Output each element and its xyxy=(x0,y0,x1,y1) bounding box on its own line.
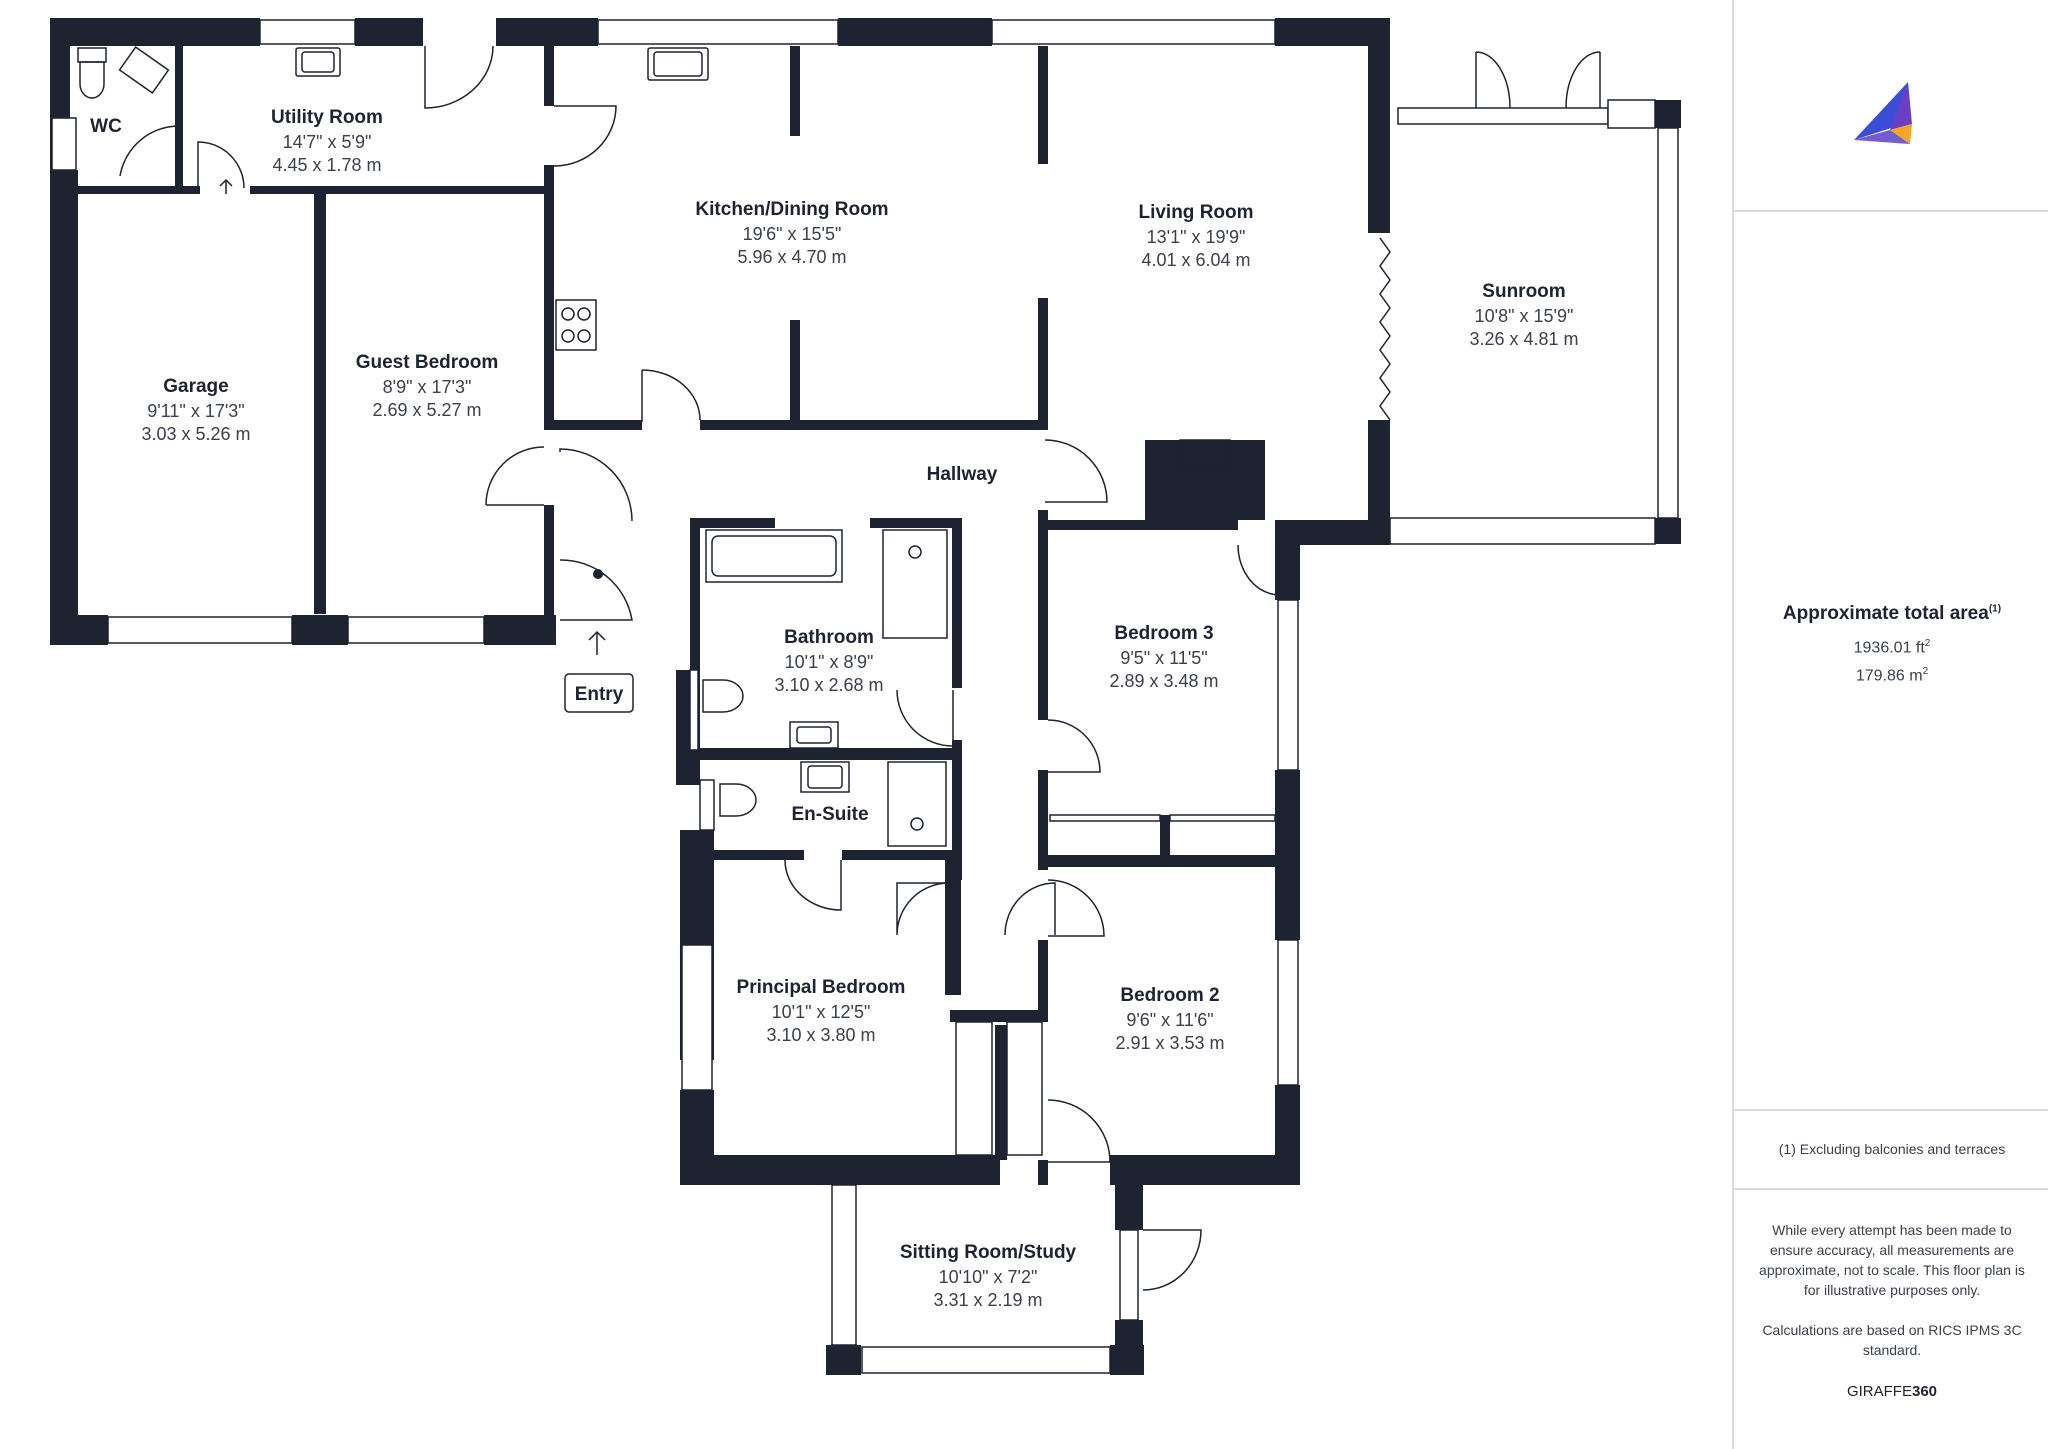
info-panel: Approximate total area(1) 1936.01 ft2 17… xyxy=(1732,0,2048,1449)
room-name-sitting: Sitting Room/Study xyxy=(900,1242,1077,1263)
brand-name-number: 360 xyxy=(1911,1383,1938,1400)
doors xyxy=(119,45,1601,1291)
room-metric-kitchen: 5.96 x 4.70 m xyxy=(737,247,846,267)
fixtures xyxy=(77,46,1231,847)
area-ft-exponent: 2 xyxy=(1924,638,1931,649)
room-imperial-sitting: 10'10" x 7'2" xyxy=(939,1267,1038,1287)
room-name-bedroom3: Bedroom 3 xyxy=(1114,623,1213,644)
brand-name: GIRAFFE360 xyxy=(1734,1383,2048,1400)
room-labels: WC Utility Room 14'7" x 5'9" 4.45 x 1.78… xyxy=(90,107,1578,1310)
brand-name-part: GIRAFFE xyxy=(1846,1383,1912,1400)
room-metric-garage: 3.03 x 5.26 m xyxy=(141,424,250,444)
room-imperial-garage: 9'11" x 17'3" xyxy=(147,401,244,421)
room-imperial-guest: 8'9" x 17'3" xyxy=(383,377,472,397)
room-metric-bathroom: 3.10 x 2.68 m xyxy=(774,675,883,695)
area-m-value: 179.86 m xyxy=(1855,667,1923,685)
room-name-living: Living Room xyxy=(1138,202,1253,223)
area-title-text: Approximate total area xyxy=(1782,603,1989,624)
room-metric-guest: 2.69 x 5.27 m xyxy=(372,400,481,420)
room-name-utility: Utility Room xyxy=(271,107,383,128)
divider xyxy=(1734,210,2048,212)
room-imperial-living: 13'1" x 19'9" xyxy=(1147,227,1246,247)
room-name-hallway: Hallway xyxy=(927,464,998,485)
windows xyxy=(51,19,1679,1374)
room-imperial-sunroom: 10'8" x 15'9" xyxy=(1475,306,1574,326)
entry-marker: Entry xyxy=(564,673,634,713)
room-name-garage: Garage xyxy=(163,376,228,397)
room-metric-sunroom: 3.26 x 4.81 m xyxy=(1469,329,1578,349)
entry-arrow xyxy=(219,178,606,655)
disclaimer-accuracy: While every attempt has been made to ens… xyxy=(1759,1222,2025,1298)
room-metric-principal: 3.10 x 3.80 m xyxy=(766,1025,875,1045)
floor-plan: Entry WC Utility Room 14'7" x 5'9" 4.45 … xyxy=(50,18,1681,1375)
room-name-kitchen: Kitchen/Dining Room xyxy=(695,199,888,220)
divider xyxy=(1734,1188,2048,1190)
room-name-ensuite: En-Suite xyxy=(791,804,868,825)
room-imperial-principal: 10'1" x 12'5" xyxy=(772,1002,871,1022)
room-metric-bedroom3: 2.89 x 3.48 m xyxy=(1109,671,1218,691)
disclaimer: While every attempt has been made to ens… xyxy=(1754,1220,2030,1360)
area-note-marker: (1) xyxy=(1988,603,2002,615)
room-imperial-bedroom3: 9'5" x 11'5" xyxy=(1120,648,1207,668)
room-name-sunroom: Sunroom xyxy=(1482,281,1565,302)
room-name-bedroom2: Bedroom 2 xyxy=(1120,985,1219,1006)
room-name-guest: Guest Bedroom xyxy=(356,352,499,373)
room-imperial-bathroom: 10'1" x 8'9" xyxy=(785,652,874,672)
room-name-wc: WC xyxy=(90,116,122,137)
room-metric-utility: 4.45 x 1.78 m xyxy=(272,155,381,175)
area-title: Approximate total area(1) xyxy=(1734,603,2048,625)
area-imperial: 1936.01 ft2 xyxy=(1734,638,2048,657)
room-name-principal: Principal Bedroom xyxy=(737,977,906,998)
room-metric-sitting: 3.31 x 2.19 m xyxy=(933,1290,1042,1310)
area-metric: 179.86 m2 xyxy=(1734,666,2048,685)
divider xyxy=(1734,1109,2048,1111)
room-metric-living: 4.01 x 6.04 m xyxy=(1141,250,1250,270)
room-name-bathroom: Bathroom xyxy=(784,627,874,648)
disclaimer-rics: Calculations are based on RICS IPMS 3C s… xyxy=(1762,1322,2022,1358)
room-metric-bedroom2: 2.91 x 3.53 m xyxy=(1115,1033,1224,1053)
room-imperial-utility: 14'7" x 5'9" xyxy=(283,132,372,152)
entry-label: Entry xyxy=(575,684,624,705)
footnote: (1) Excluding balconies and terraces xyxy=(1778,1141,2006,1157)
area-m-exponent: 2 xyxy=(1922,666,1929,677)
area-ft-value: 1936.01 ft xyxy=(1853,639,1925,657)
walls xyxy=(50,18,1681,1375)
room-imperial-bedroom2: 9'6" x 11'6" xyxy=(1126,1010,1213,1030)
brand-logo-icon xyxy=(1854,82,1912,144)
room-imperial-kitchen: 19'6" x 15'5" xyxy=(743,224,842,244)
